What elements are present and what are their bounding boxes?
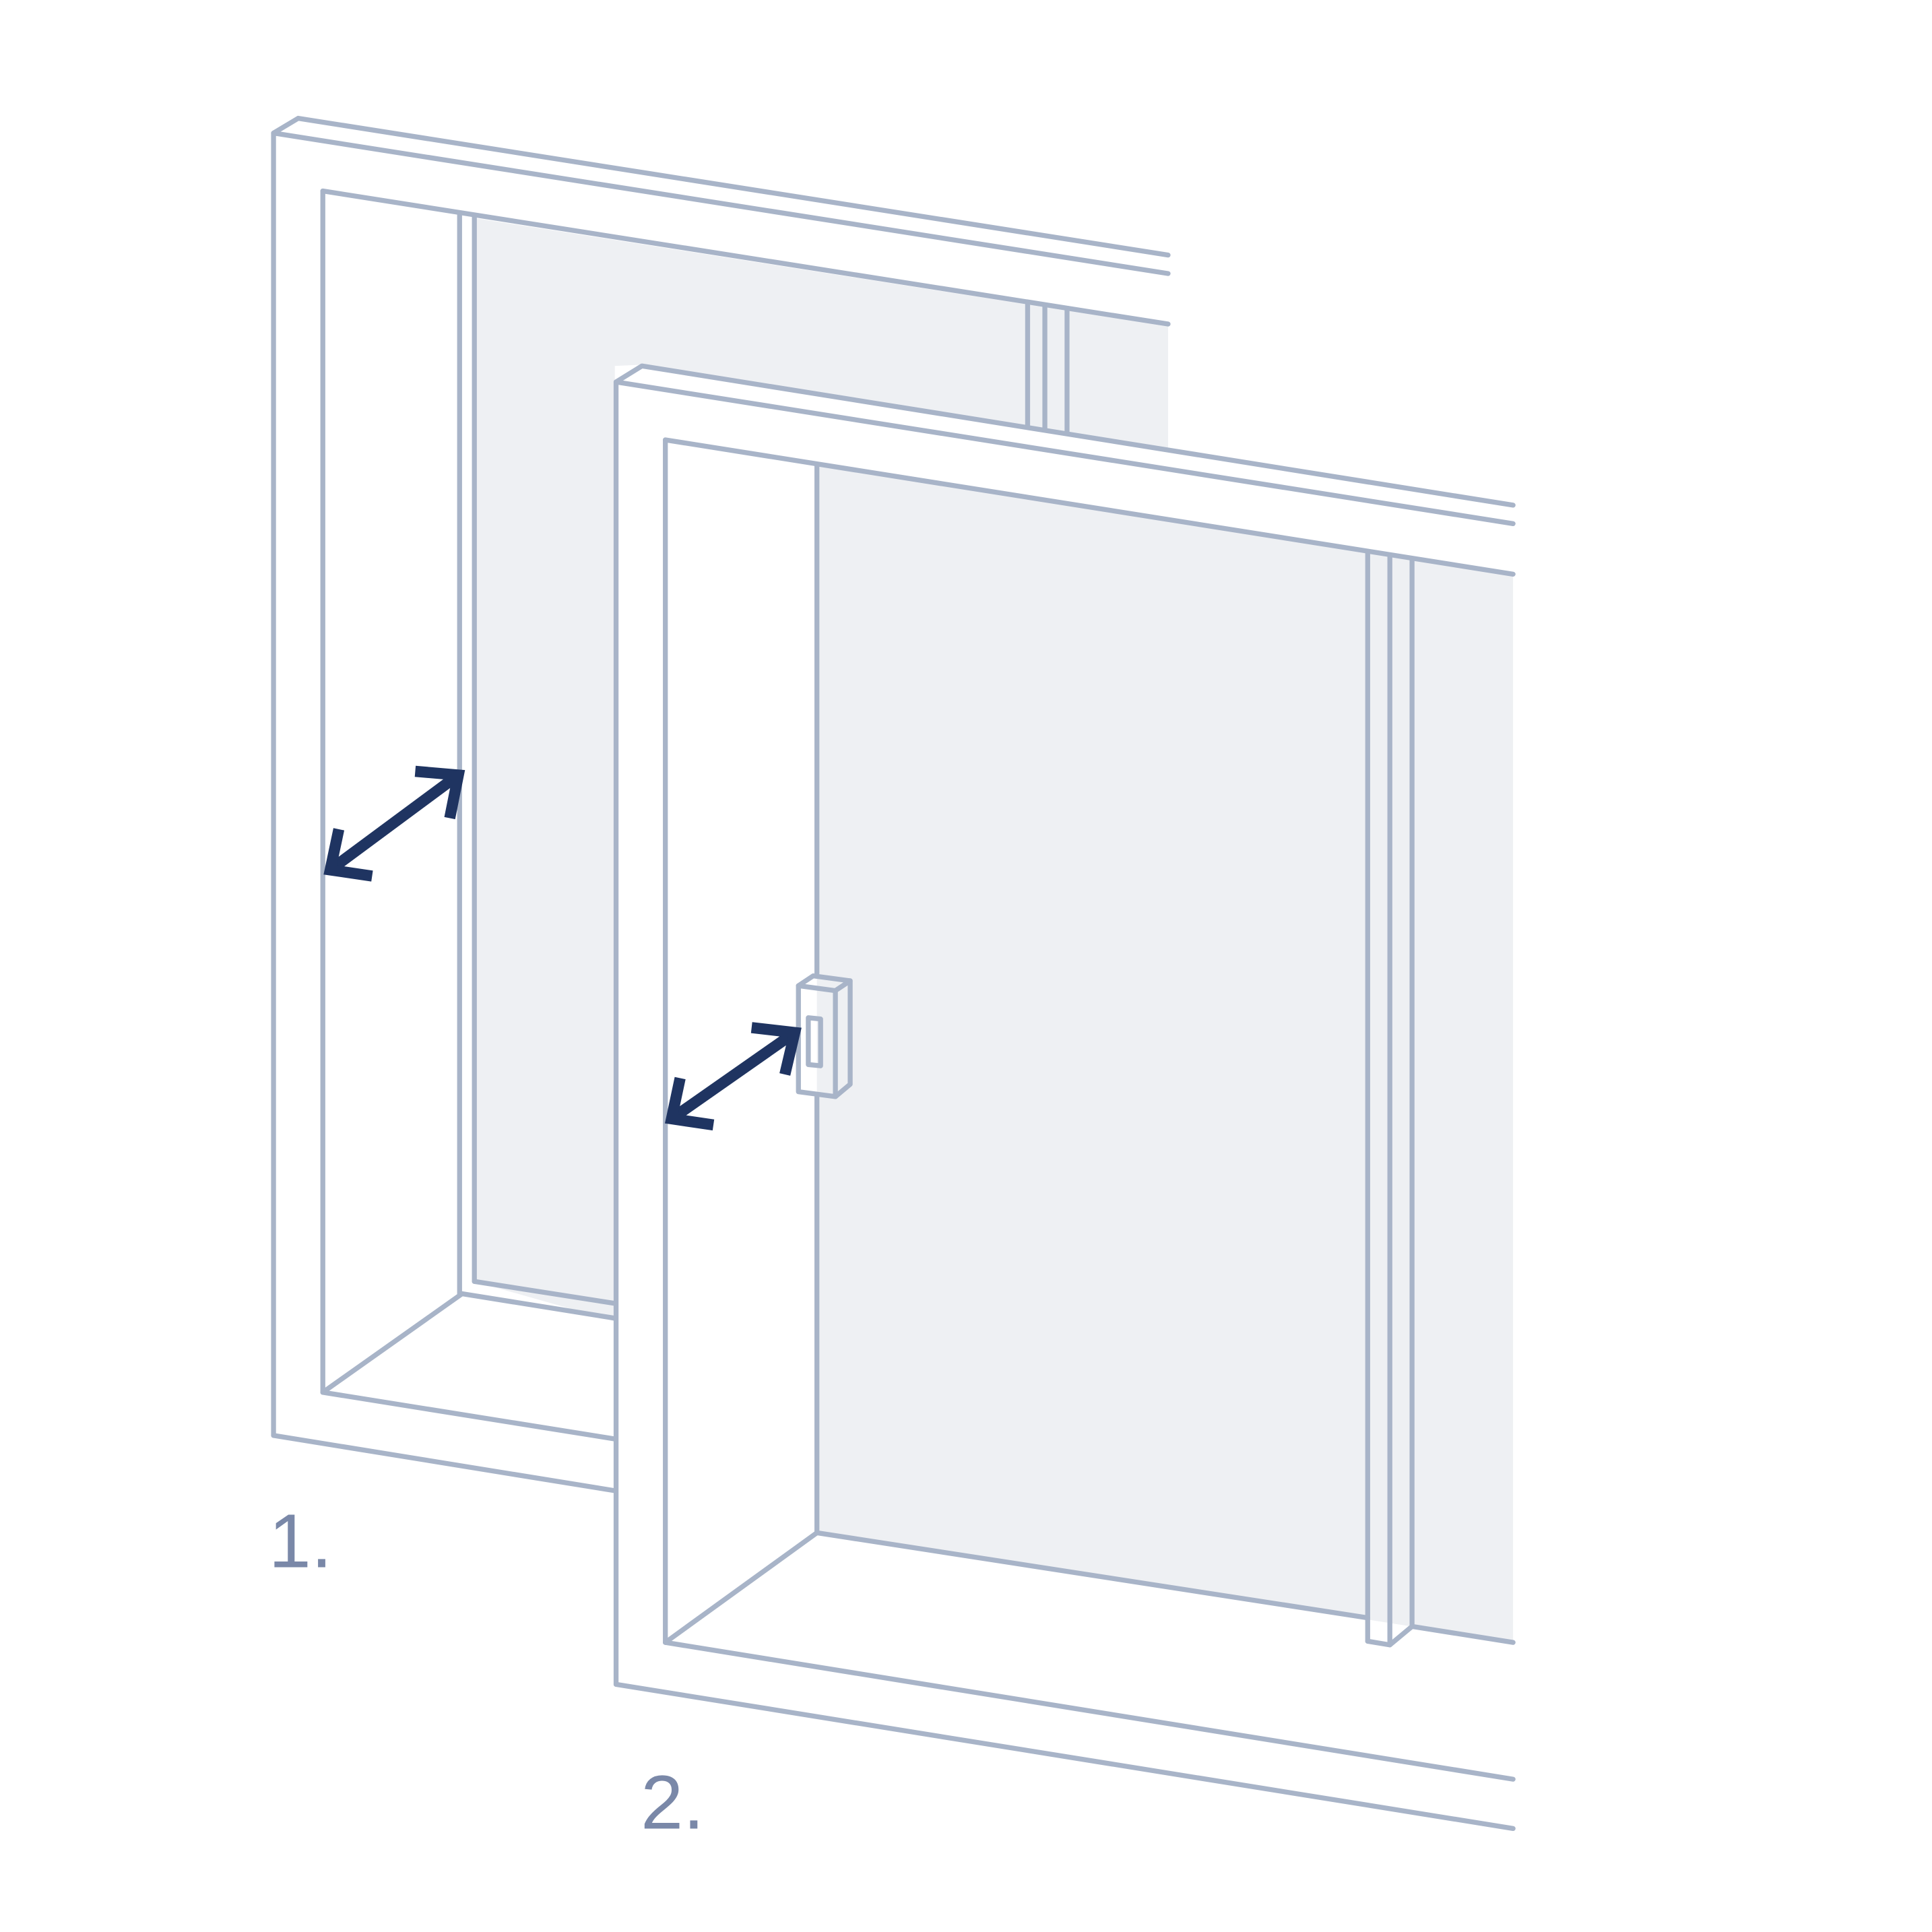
latch-sensor-icon [796, 973, 853, 1099]
window-2-glass [816, 465, 1514, 1643]
window-frame-2: 2. [613, 363, 1516, 1845]
step-1-label: 1. [269, 1499, 333, 1584]
double-arrow-icon [664, 1022, 802, 1131]
step-2-label: 2. [641, 1760, 705, 1845]
double-arrow-icon [323, 765, 465, 882]
